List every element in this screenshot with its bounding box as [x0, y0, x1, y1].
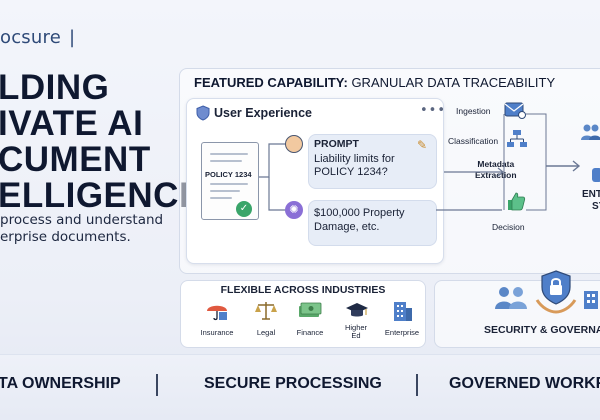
industry-enterprise: Enterprise	[384, 328, 420, 337]
headline-line-4: ELLIGENCE	[0, 176, 203, 215]
thumbs-up-icon	[508, 192, 526, 211]
metadata-line-1: Metadata	[477, 159, 515, 169]
shield-icon	[196, 105, 210, 121]
ent-line-2: SY	[592, 201, 600, 212]
document-label: POLICY 1234	[205, 170, 252, 179]
graduation-cap-icon	[346, 303, 368, 317]
answer-bubble	[308, 200, 437, 246]
connector-lines	[259, 143, 287, 211]
headline-line-2: IVATE AI	[0, 104, 144, 143]
strip-separator-1	[156, 374, 158, 396]
cash-icon	[299, 302, 322, 317]
answer-text: $100,000 Property Damage, etc.	[314, 207, 405, 233]
value-strip	[0, 354, 600, 420]
more-menu-button[interactable]: •••	[420, 103, 447, 118]
brand-separator: |	[68, 27, 76, 48]
prompt-label: PROMPT	[314, 138, 359, 150]
prompt-bubble	[308, 134, 437, 189]
strip-governed-workflows: GOVERNED WORKF	[449, 375, 600, 392]
industries-title: FLEXIBLE ACROSS INDUSTRIES	[220, 284, 386, 296]
avatar-icon	[285, 135, 303, 153]
strip-data-ownership: TA OWNERSHIP	[0, 375, 121, 392]
featured-title-rest: GRANULAR DATA TRACEABILITY	[347, 75, 556, 90]
pipeline-arrows	[436, 113, 581, 211]
envelope-icon	[504, 102, 526, 119]
pencil-icon[interactable]: ✎	[417, 138, 428, 152]
industry-insurance: Insurance	[200, 328, 234, 337]
subtitle: process and understand erprise documents…	[0, 212, 180, 246]
lock-shield-icon	[535, 270, 577, 314]
people-icon	[581, 124, 600, 140]
headline: LDING IVATE AI CUMENT ELLIGENCE	[0, 70, 203, 214]
pipeline-ingestion: Ingestion	[456, 106, 491, 116]
hierarchy-icon	[507, 130, 527, 147]
subtitle-line-1: process and understand	[0, 212, 164, 228]
metadata-line-2: Extraction	[475, 170, 517, 180]
enterprise-systems-label: ENT SY	[582, 189, 600, 213]
industry-higher-ed: Higher Ed	[344, 323, 368, 340]
security-governance-label: SECURITY & GOVERNAN	[484, 324, 600, 336]
people-icon	[495, 287, 527, 309]
pipeline-decision: Decision	[492, 222, 525, 232]
ai-sparkle-icon: ✺	[285, 201, 303, 219]
brand-name: ocsure	[0, 27, 61, 48]
prompt-text: Liability limits for POLICY 1234?	[314, 153, 395, 178]
headline-line-3: CUMENT	[0, 140, 151, 179]
featured-title: FEATURED CAPABILITY: GRANULAR DATA TRACE…	[194, 75, 555, 90]
check-icon: ✓	[236, 201, 252, 217]
brand-logo: ocsure |	[0, 27, 75, 48]
building-icon	[394, 302, 412, 321]
pipeline-classification: Classification	[448, 136, 499, 146]
server-icon	[592, 168, 600, 182]
ent-line-1: ENT	[582, 189, 600, 200]
building-icon	[584, 291, 598, 309]
industry-finance: Finance	[296, 328, 324, 337]
scales-icon	[255, 302, 277, 320]
pipeline-metadata: Metadata Extraction	[475, 159, 517, 181]
strip-separator-2	[416, 374, 418, 396]
industry-legal: Legal	[256, 328, 276, 337]
user-experience-title: User Experience	[214, 106, 312, 120]
headline-line-1: LDING	[0, 68, 110, 107]
subtitle-line-2: erprise documents.	[0, 229, 131, 245]
featured-title-bold: FEATURED CAPABILITY:	[194, 75, 348, 90]
strip-secure-processing: SECURE PROCESSING	[204, 375, 382, 392]
umbrella-icon	[207, 305, 227, 321]
